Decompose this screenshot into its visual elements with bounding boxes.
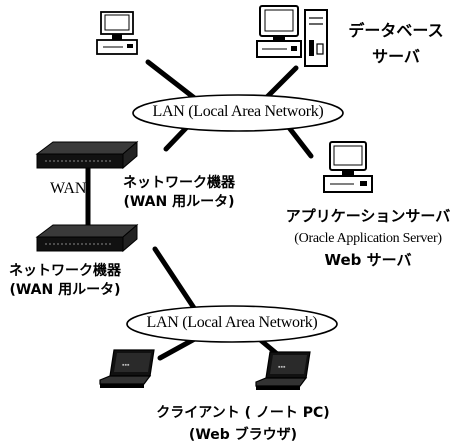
app-server-icon [323,141,373,193]
lan-bottom-label: LAN (Local Area Network) [146,314,318,331]
router-lower-label: ネットワーク機器 (WAN 用ルータ) [4,262,126,300]
app-server-label-line3: Web サーバ [324,251,412,269]
router-lower-icon [35,223,139,253]
svg-text:▪▪▪: ▪▪▪ [278,364,286,371]
database-server-label-line2: サーバ [372,47,420,66]
link-router-lower-to-lan-bottom [152,246,199,314]
client-label: クライアント ( ノート PC) (Web ブラウザ) [118,402,368,446]
client-pc-icon [96,11,138,55]
link-lan-top-to-router-upper [163,124,190,152]
link-lan-top-to-app-server [284,122,314,159]
lan-top-label: LAN (Local Area Network) [152,103,324,120]
laptop-right-icon: ▪▪▪ [255,351,311,390]
database-server-label: データベース サーバ [340,18,452,70]
lan-bottom-ellipse [126,305,338,343]
client-label-line2: (Web ブラウザ) [188,427,298,443]
client-label-line1: クライアント ( ノート PC) [156,405,330,421]
router-upper-label-line2: (WAN 用ルータ) [123,194,235,210]
link-db-to-lan-top [263,65,299,101]
laptop-left-icon: ▪▪▪ [99,349,155,388]
database-server-label-line1: データベース [348,21,444,40]
app-server-label-line1: アプリケーションサーバ [285,207,451,225]
wan-label: WAN [50,180,87,197]
svg-text:▪▪▪: ▪▪▪ [122,362,130,369]
app-server-label-line2: (Oracle Application Server) [294,231,442,246]
router-upper-label-line1: ネットワーク機器 [123,175,235,191]
router-upper-icon [35,140,139,170]
database-server-icon [256,5,328,67]
router-lower-label-line2: (WAN 用ルータ) [9,282,121,298]
router-upper-label: ネットワーク機器 (WAN 用ルータ) [118,174,240,212]
link-pc-to-lan-top [145,59,200,103]
router-lower-label-line1: ネットワーク機器 [9,263,121,279]
lan-top-ellipse [132,94,344,132]
app-server-label: アプリケーションサーバ (Oracle Application Server) … [268,204,468,271]
